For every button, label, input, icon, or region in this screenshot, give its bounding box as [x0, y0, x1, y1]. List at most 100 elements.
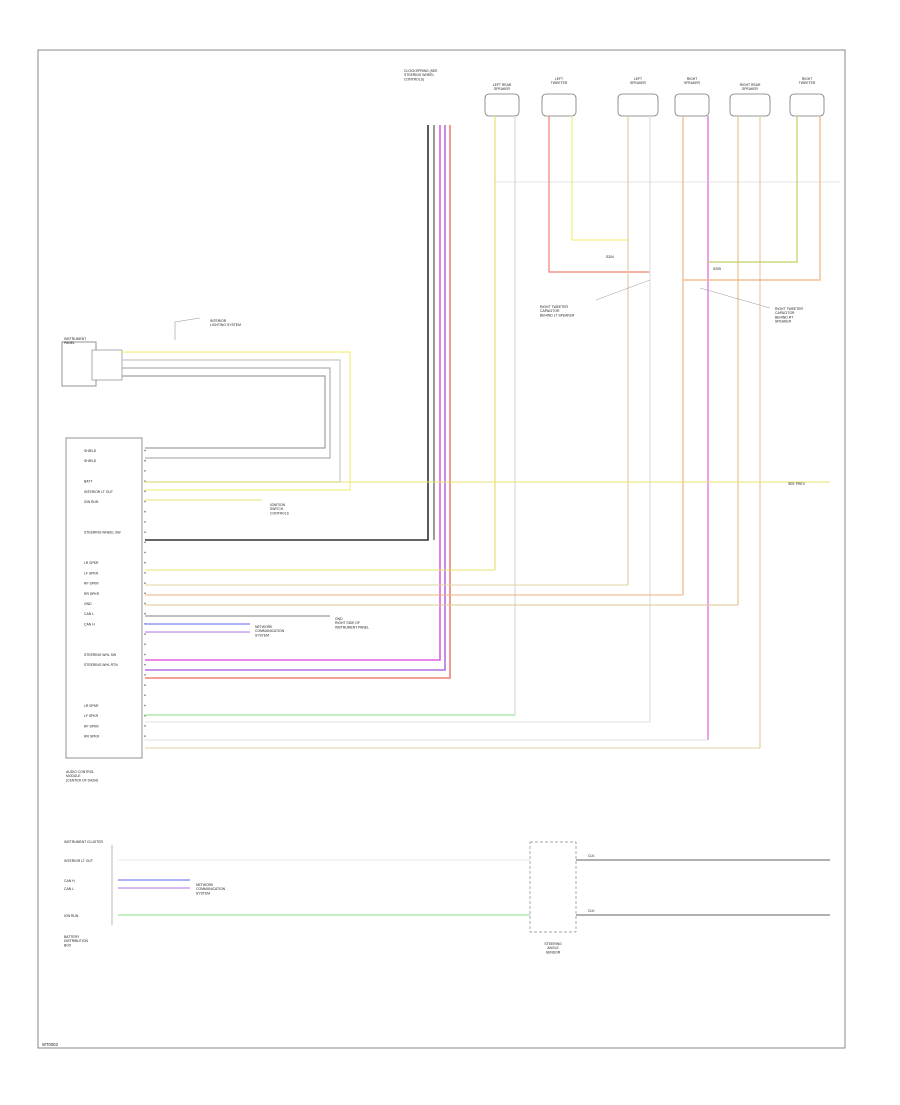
splice-right: S205 — [713, 267, 721, 271]
speaker-wires — [494, 116, 821, 748]
module-pin-label: LR SPKR — [84, 704, 99, 708]
module-pin-terminal — [144, 592, 146, 595]
module-pin-label: RF SPKR — [84, 724, 99, 728]
module-pin-label: BATT — [84, 480, 92, 484]
module-pin-terminal — [144, 561, 146, 564]
wire-ip-batt — [122, 351, 351, 491]
leader-line — [699, 287, 771, 309]
sensor-wires — [576, 859, 830, 916]
cluster-wires — [118, 859, 530, 916]
module-pin-terminal — [144, 500, 146, 503]
module-pin-terminal — [144, 684, 146, 686]
cluster-section-label: INSTRUMENT CLUSTER — [64, 840, 103, 844]
module-pin-terminal — [144, 459, 146, 462]
wire-left-tweeter-b — [571, 116, 628, 241]
wire-steering-violet — [145, 125, 446, 671]
module-pin-label: SHIELD — [84, 459, 97, 463]
module-pin-label: RR SPKR — [84, 735, 100, 739]
ip-wires — [122, 351, 351, 491]
leader-line — [174, 317, 201, 340]
module-pin-terminal — [144, 602, 146, 605]
module-pin-label: RF SPKR — [84, 582, 99, 586]
wire-steering-whl-rtn — [145, 125, 451, 679]
splice-left: S204 — [606, 255, 614, 259]
module-pin-terminal — [144, 541, 146, 544]
wire-right-tweeter-a — [708, 116, 798, 263]
module-pin-label: RR SPKR — [84, 592, 100, 596]
module-pin-terminal — [144, 470, 146, 472]
wire-steering-sw — [145, 125, 429, 541]
diagram-code: WT0003 — [42, 1042, 58, 1047]
wire-steering-whl-sw — [145, 125, 441, 661]
leader-line — [595, 279, 651, 301]
module-pin-terminal — [144, 653, 146, 656]
diagram-frame — [37, 49, 846, 1049]
steering-pin-1: CLK — [588, 854, 595, 858]
clockspring-wires — [145, 125, 451, 679]
module-pin-terminal — [144, 551, 146, 554]
wire-right-tweeter-b — [683, 116, 821, 281]
module-pin-label: LF SPKR — [84, 714, 99, 718]
module-pin-label: INTERIOR LT OUT — [84, 490, 113, 494]
module-pin-label: CAN H — [84, 622, 95, 626]
cluster-pin-label: INTERIOR LT OUT — [64, 859, 93, 863]
sensor-body — [529, 841, 577, 933]
module-pin-terminal — [144, 725, 146, 727]
module-pin-label: GND — [84, 602, 92, 606]
wire-ip-c — [122, 367, 331, 459]
module-output-wires — [145, 481, 830, 749]
module-pin-terminal — [144, 490, 146, 493]
module-pin-label: LF SPKR — [84, 571, 99, 575]
module-pin-label: LR SPKR — [84, 561, 99, 565]
module-pin-terminal — [144, 633, 146, 635]
module-pin-label: STEERING WHEEL SW — [84, 531, 121, 535]
module-pin-terminal — [144, 510, 146, 513]
module-pin-terminal — [144, 521, 146, 523]
module-pin-terminal — [144, 704, 146, 707]
module-pin-terminal — [144, 643, 146, 646]
module-pin-terminal — [144, 531, 146, 533]
module-pin-label: STEERING WHL SW — [84, 653, 117, 657]
module-pin-terminal — [144, 694, 146, 697]
wire-left-tweeter-a — [548, 116, 650, 273]
module-pin-terminal — [144, 663, 146, 666]
module-body — [65, 437, 143, 759]
module-pin-label: SHIELD — [84, 449, 97, 453]
steering-pin-2: CLK — [588, 909, 595, 913]
module-pin-terminal — [144, 735, 146, 737]
module-pin-label: CAN L — [84, 612, 94, 616]
module-pin-terminal — [144, 612, 146, 615]
wire-ip-d — [122, 375, 326, 449]
cluster-pin-label: CAN L — [64, 887, 74, 891]
cluster-pin-label: CAN H — [64, 879, 75, 883]
